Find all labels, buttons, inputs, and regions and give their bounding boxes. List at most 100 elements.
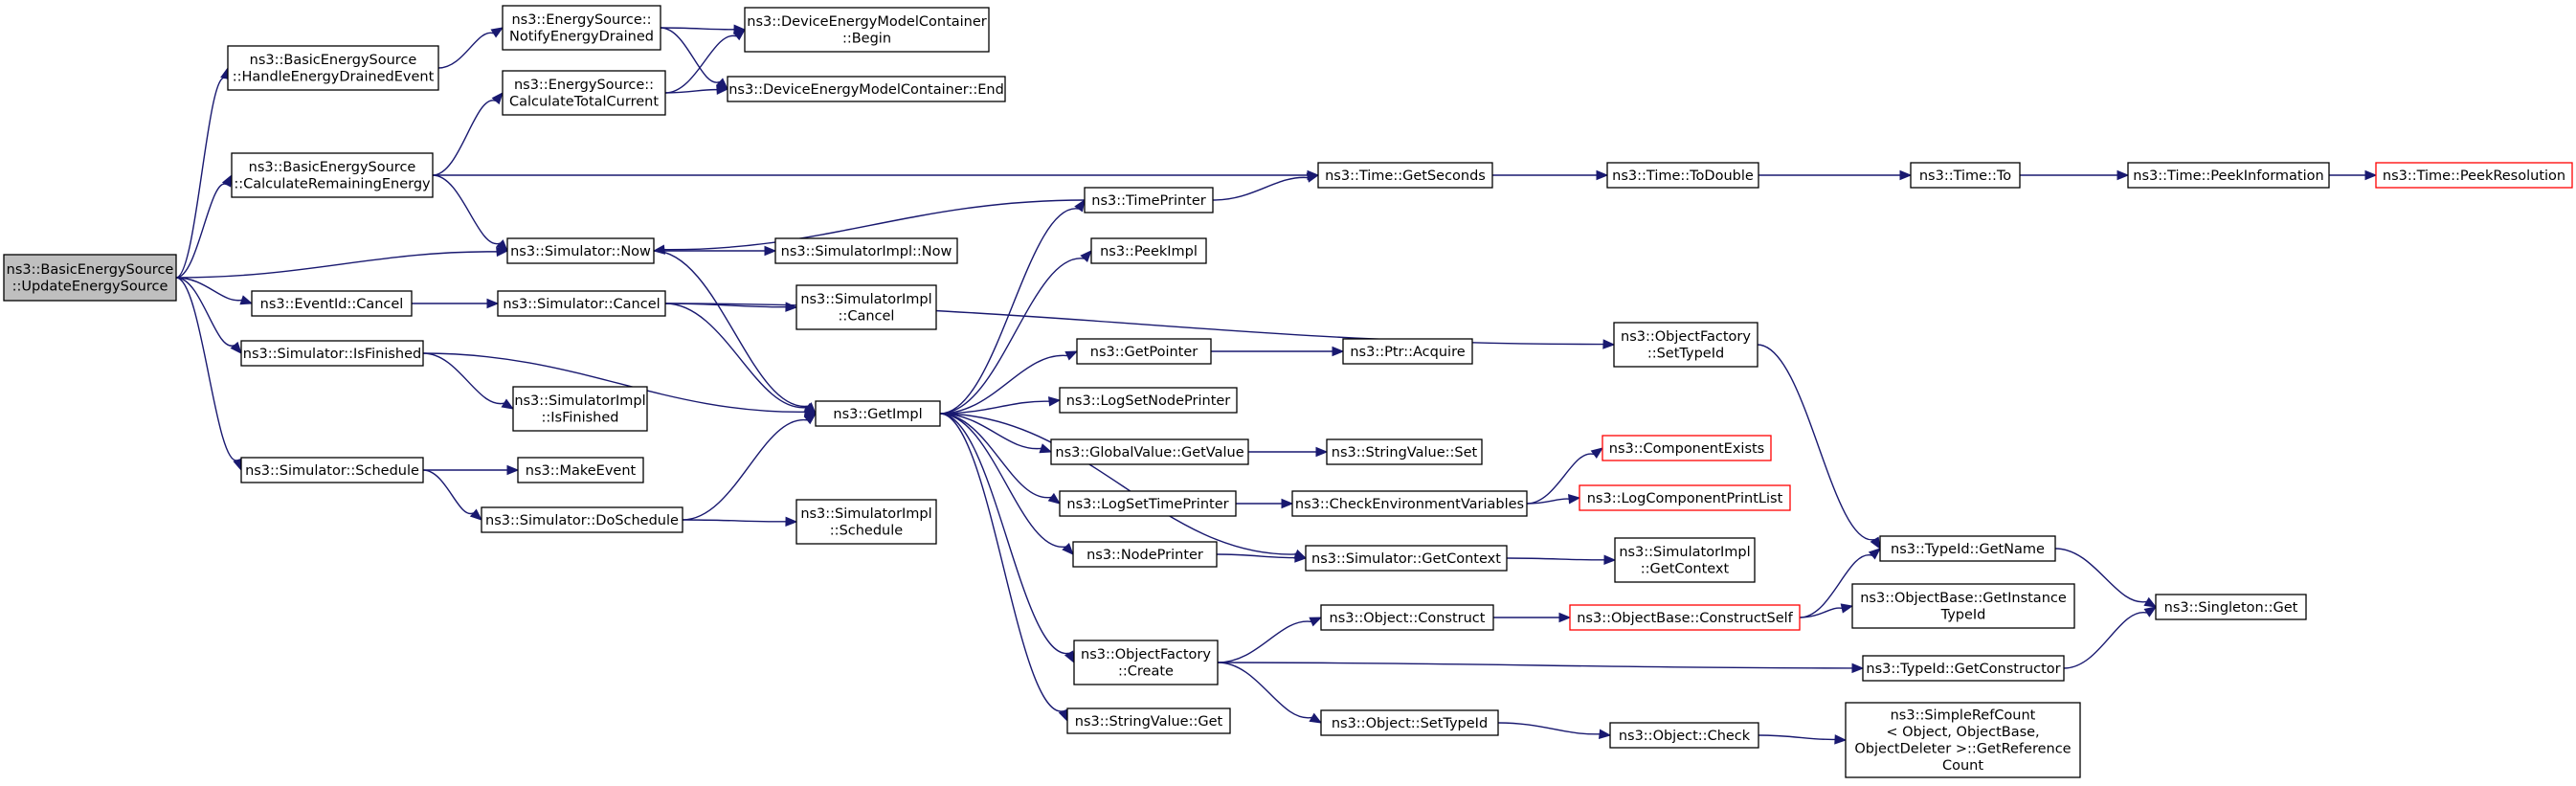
node-getname[interactable]: ns3::TypeId::GetName bbox=[1879, 535, 2056, 562]
node-constructself[interactable]: ns3::ObjectBase::ConstructSelf bbox=[1569, 604, 1801, 631]
edge-arrowhead bbox=[1899, 169, 1913, 181]
edge-line bbox=[175, 77, 226, 279]
edge-simnow-to-getimpl bbox=[653, 250, 817, 415]
node-implisfin[interactable]: ns3::SimulatorImpl::IsFinished bbox=[512, 386, 648, 432]
node-getcontext[interactable]: ns3::Simulator::GetContext bbox=[1305, 545, 1508, 572]
node-compexists[interactable]: ns3::ComponentExists bbox=[1602, 435, 1772, 461]
node-root[interactable]: ns3::BasicEnergySource::UpdateEnergySour… bbox=[3, 254, 177, 302]
node-label: ns3::Time::PeekResolution bbox=[2383, 168, 2565, 184]
node-getseconds[interactable]: ns3::Time::GetSeconds bbox=[1317, 162, 1493, 189]
edge-line bbox=[175, 277, 238, 461]
node-box bbox=[1851, 583, 2075, 629]
node-schedule[interactable]: ns3::Simulator::Schedule bbox=[240, 457, 424, 483]
node-singleton[interactable]: ns3::Singleton::Get bbox=[2155, 594, 2307, 620]
node-peekimpl[interactable]: ns3::PeekImpl bbox=[1090, 237, 1207, 264]
node-end[interactable]: ns3::DeviceEnergyModelContainer::End bbox=[727, 76, 1006, 102]
edge-schedule-to-makeevent bbox=[422, 464, 520, 476]
edge-line bbox=[682, 419, 808, 521]
node-calctot[interactable]: ns3::EnergySource::CalculateTotalCurrent bbox=[502, 70, 666, 116]
node-notify[interactable]: ns3::EnergySource::NotifyEnergyDrained bbox=[502, 5, 661, 51]
edge-line bbox=[175, 251, 498, 279]
node-implcancel[interactable]: ns3::SimulatorImpl::Cancel bbox=[795, 284, 937, 330]
edge-line bbox=[422, 352, 806, 414]
edge-arrowhead bbox=[1047, 396, 1062, 407]
node-box bbox=[727, 76, 1006, 102]
node-box bbox=[502, 70, 666, 116]
node-label: ns3::Simulator::GetContext bbox=[1311, 551, 1501, 567]
node-box bbox=[227, 45, 439, 91]
edge-line bbox=[1217, 620, 1312, 663]
node-lognode[interactable]: ns3::LogSetNodePrinter bbox=[1059, 387, 1238, 414]
edge-line bbox=[422, 352, 504, 405]
edge-arrowhead bbox=[1039, 443, 1053, 454]
node-todouble[interactable]: ns3::Time::ToDouble bbox=[1606, 162, 1759, 189]
node-box bbox=[502, 5, 661, 51]
edge-line bbox=[2063, 612, 2147, 669]
node-ofsettypeid[interactable]: ns3::ObjectFactory::SetTypeId bbox=[1613, 322, 1758, 368]
node-label: ns3::Time::PeekInformation bbox=[2133, 168, 2323, 184]
node-box bbox=[240, 457, 424, 483]
node-calcrem[interactable]: ns3::BasicEnergySource::CalculateRemaini… bbox=[231, 152, 434, 198]
edge-getimpl-to-timeprinter bbox=[939, 198, 1086, 415]
node-implschedule[interactable]: ns3::SimulatorImpl::Schedule bbox=[795, 499, 937, 545]
node-settypeid[interactable]: ns3::Object::SetTypeId bbox=[1320, 709, 1499, 736]
edge-ofcreate-to-construct bbox=[1217, 617, 1323, 663]
node-getpointer[interactable]: ns3::GetPointer bbox=[1076, 338, 1212, 365]
node-label: ns3::SimulatorImpl::Now bbox=[781, 244, 952, 259]
node-label: ::GetContext bbox=[1641, 562, 1730, 577]
node-isfinished[interactable]: ns3::Simulator::IsFinished bbox=[240, 340, 424, 367]
edge-timeprinter-to-simnow bbox=[652, 199, 1086, 255]
node-implcontext[interactable]: ns3::SimulatorImpl::GetContext bbox=[1614, 537, 1756, 583]
node-acquire[interactable]: ns3::Ptr::Acquire bbox=[1342, 338, 1473, 365]
node-makeevent[interactable]: ns3::MakeEvent bbox=[517, 457, 644, 483]
node-nodeprinter[interactable]: ns3::NodePrinter bbox=[1072, 541, 1218, 568]
edge-line bbox=[1526, 453, 1595, 505]
edge-arrowhead bbox=[2364, 169, 2378, 181]
node-getconstructor[interactable]: ns3::TypeId::GetConstructor bbox=[1862, 655, 2065, 682]
node-box bbox=[1317, 162, 1493, 189]
node-simcancel[interactable]: ns3::Simulator::Cancel bbox=[497, 290, 666, 317]
node-label: ns3::SimpleRefCount bbox=[1891, 708, 2036, 724]
node-getimpl[interactable]: ns3::GetImpl bbox=[815, 400, 941, 427]
node-timeto[interactable]: ns3::Time::To bbox=[1910, 162, 2021, 189]
node-label: ns3::ObjectFactory bbox=[1621, 329, 1751, 345]
edge-arrowhead bbox=[1332, 346, 1345, 357]
node-refcount[interactable]: ns3::SimpleRefCount< Object, ObjectBase,… bbox=[1845, 702, 2081, 778]
node-peekinfo[interactable]: ns3::Time::PeekInformation bbox=[2127, 162, 2330, 189]
node-box bbox=[1320, 604, 1494, 631]
node-checkenv[interactable]: ns3::CheckEnvironmentVariables bbox=[1291, 490, 1528, 517]
node-eventcancel[interactable]: ns3::EventId::Cancel bbox=[251, 290, 413, 317]
node-ofcreate[interactable]: ns3::ObjectFactory::Create bbox=[1073, 640, 1219, 685]
node-implnow[interactable]: ns3::SimulatorImpl::Now bbox=[774, 237, 958, 264]
node-label: ns3::Object::Check bbox=[1619, 729, 1751, 744]
node-handle[interactable]: ns3::BasicEnergySource::HandleEnergyDrai… bbox=[227, 45, 439, 91]
edge-arrowhead bbox=[491, 91, 504, 105]
node-gvget[interactable]: ns3::GlobalValue::GetValue bbox=[1050, 438, 1249, 465]
edge-logtime-to-checkenv bbox=[1236, 498, 1294, 509]
edge-arrowhead bbox=[716, 84, 729, 95]
edge-getimpl-to-gvget bbox=[939, 413, 1053, 454]
node-label: ns3::SimulatorImpl bbox=[1619, 545, 1750, 560]
node-svset[interactable]: ns3::StringValue::Set bbox=[1326, 438, 1483, 465]
node-simnow[interactable]: ns3::Simulator::Now bbox=[506, 237, 655, 264]
node-doschedule[interactable]: ns3::Simulator::DoSchedule bbox=[481, 506, 683, 533]
edge-line bbox=[1217, 662, 1853, 669]
node-logtime[interactable]: ns3::LogSetTimePrinter bbox=[1059, 490, 1237, 517]
edge-arrowhead bbox=[506, 464, 520, 476]
edge-checkenv-to-logcomp bbox=[1526, 494, 1581, 505]
node-begin[interactable]: ns3::DeviceEnergyModelContainer::Begin bbox=[744, 7, 990, 53]
edge-nodeprinter-to-getcontext bbox=[1216, 552, 1308, 563]
node-label: ns3::EventId::Cancel bbox=[260, 297, 404, 312]
edge-arrowhead bbox=[2143, 606, 2158, 618]
node-box bbox=[3, 254, 177, 302]
node-logcomp[interactable]: ns3::LogComponentPrintList bbox=[1579, 484, 1791, 511]
node-construct[interactable]: ns3::Object::Construct bbox=[1320, 604, 1494, 631]
node-peekres[interactable]: ns3::Time::PeekResolution bbox=[2375, 162, 2573, 189]
edge-arrowhead bbox=[1080, 250, 1092, 262]
edge-line bbox=[664, 34, 737, 94]
node-timeprinter[interactable]: ns3::TimePrinter bbox=[1084, 187, 1214, 213]
node-check[interactable]: ns3::Object::Check bbox=[1609, 722, 1759, 749]
node-svget[interactable]: ns3::StringValue::Get bbox=[1066, 707, 1231, 734]
